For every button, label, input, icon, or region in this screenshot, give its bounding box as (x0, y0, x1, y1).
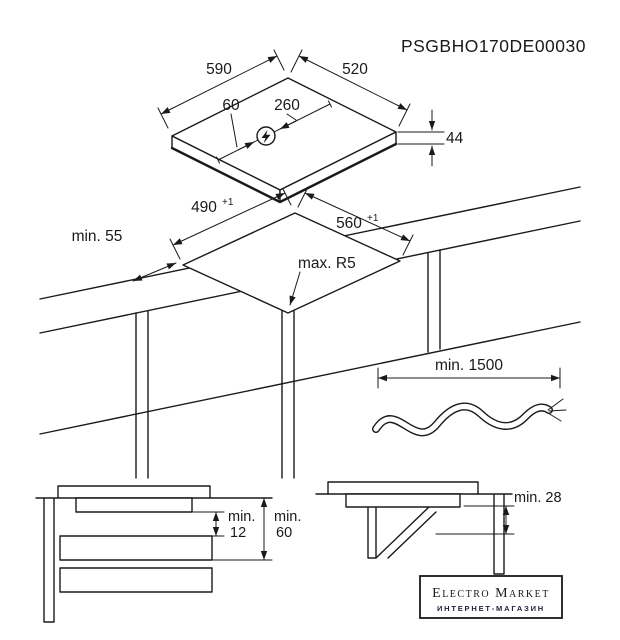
cutout-extension-lines (169, 186, 414, 260)
logo-frame (419, 575, 563, 619)
section-right-extension-lines (435, 505, 515, 535)
front-clearance-label: min. 55 (72, 228, 123, 245)
min60-prefix: min. (274, 509, 301, 525)
connection-offset-a-label: 60 (222, 97, 240, 114)
min12-prefix: min. (228, 509, 255, 525)
hob-height-label: 44 (446, 130, 464, 147)
worktop-legs (135, 249, 441, 479)
logo-subtitle: ИНТЕРНЕТ-МАГАЗИН (437, 604, 545, 613)
corner-radius-label: max. R5 (298, 255, 356, 272)
cable-wire-strands (547, 398, 567, 422)
drawer-front-lower (59, 567, 213, 593)
hob-depth-label: 520 (342, 61, 368, 78)
hob-isometric-view: 590 520 60 260 44 (157, 49, 464, 204)
cutout-width-tolerance: +1 (222, 197, 234, 208)
drawer-front-upper (59, 535, 213, 561)
dim-line-590 (160, 55, 278, 115)
cutout-depth-tolerance: +1 (367, 213, 379, 224)
min12-value: 12 (230, 525, 246, 541)
min28-label: min. 28 (514, 490, 562, 506)
cutout-depth-label: 560 (336, 215, 362, 232)
corner-radius-label-backing (294, 254, 370, 272)
hob-glass-section-left (57, 485, 211, 499)
logo-title: Electro Market (432, 586, 550, 601)
dim-arrow-260 (279, 120, 297, 130)
hob-glass-section-right (327, 481, 479, 495)
corner-radius-leader (289, 271, 301, 306)
lightning-bolt-icon (261, 130, 271, 144)
cable-core (373, 403, 552, 435)
cable-length-view: min. 1500 (372, 357, 567, 437)
hob-box-section-right (345, 493, 461, 508)
section-left-view: min. 12 min. 60 (35, 485, 301, 623)
hob-box-section-left (75, 497, 193, 513)
section-right-view: min. 28 (315, 481, 562, 575)
hob-top-face (171, 77, 397, 191)
vendor-logo: Electro Market ИНТЕРНЕТ-МАГАЗИН (419, 575, 563, 619)
dim-arrow-60 (237, 141, 255, 151)
connection-offset-b-label: 260 (274, 97, 300, 114)
cable-length-label: min. 1500 (435, 357, 503, 374)
min60-value: 60 (276, 525, 292, 541)
hob-extension-lines (157, 49, 445, 145)
dim-line-560 (304, 192, 411, 242)
product-code: PSGBHO170DE00030 (401, 36, 586, 56)
cabinet-structure-left (35, 497, 273, 623)
dim-line-490 (172, 192, 286, 246)
hob-width-label: 590 (206, 61, 232, 78)
dim-line-520 (298, 55, 408, 111)
dim-line-min55 (132, 262, 177, 282)
cutout-width-label: 490 (191, 199, 217, 216)
worktop-cutout-view: 490 +1 560 +1 min. 55 max. R5 (39, 186, 581, 479)
